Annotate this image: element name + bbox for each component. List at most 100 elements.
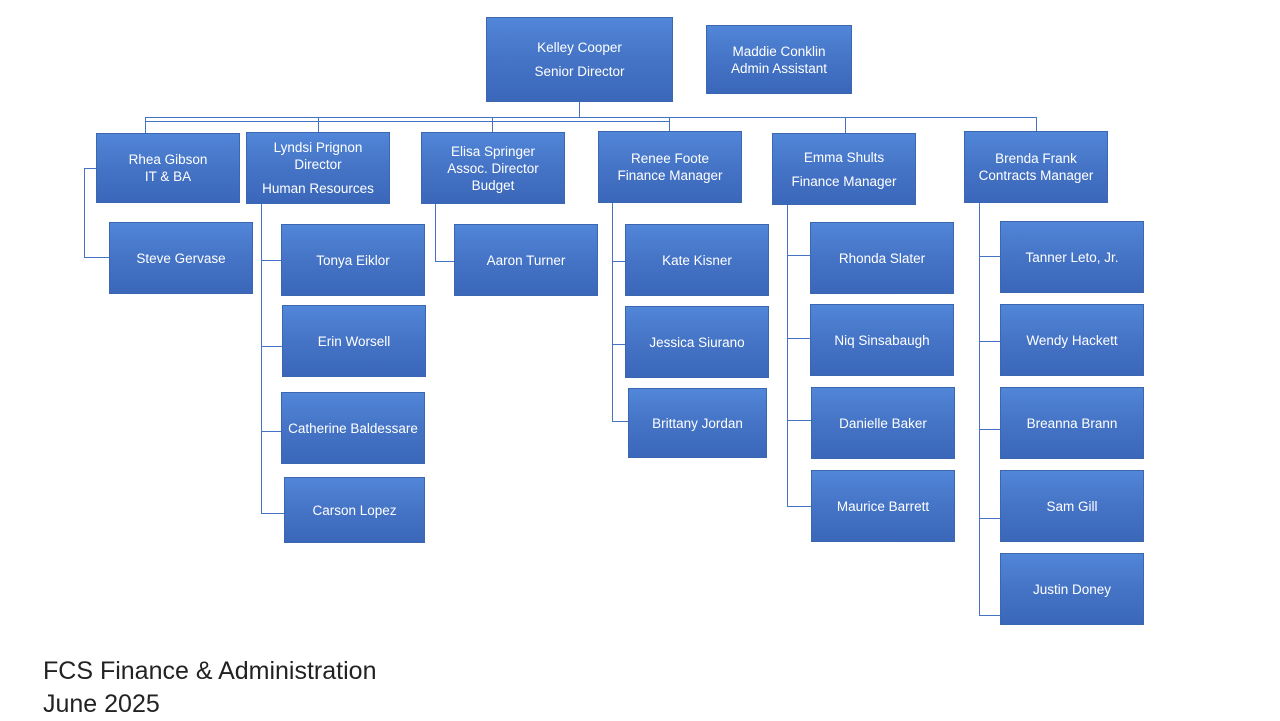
connector-spine-elisa	[435, 204, 436, 262]
org-box-report: Carson Lopez	[284, 477, 425, 543]
connector-stub	[787, 255, 810, 256]
org-box-name: Maddie Conklin	[732, 43, 826, 59]
org-box-name: Steve Gervase	[136, 250, 226, 266]
org-box-name: Sam Gill	[1046, 498, 1098, 514]
org-box-name: Tonya Eiklor	[316, 252, 390, 268]
connector-top-drop	[579, 102, 580, 117]
org-box-line: Elisa Springer	[450, 143, 536, 159]
connector-stub	[787, 506, 811, 507]
org-box-name: Maurice Barrett	[836, 498, 930, 514]
connector-stub	[84, 257, 109, 258]
org-box-line: Budget	[471, 177, 515, 193]
connector-stub	[612, 261, 625, 262]
connector-stub	[979, 429, 1000, 430]
org-box-report: Justin Doney	[1000, 553, 1144, 625]
org-box-name: Carson Lopez	[312, 502, 397, 518]
org-box-name: Wendy Hackett	[1026, 332, 1118, 348]
connector-spine-rhea	[84, 168, 85, 258]
connector-spine-emma	[787, 205, 788, 507]
footer-org-name: FCS Finance & Administration	[43, 657, 377, 685]
org-box-name: Jessica Siurano	[649, 334, 745, 350]
connector-drop-elisa	[492, 117, 493, 132]
connector-stub	[261, 346, 282, 347]
org-box-senior-director: Kelley Cooper Senior Director	[486, 17, 673, 102]
org-box-name: Erin Worsell	[317, 333, 391, 349]
connector-spine-brenda	[979, 203, 980, 616]
org-box-line: Renee Foote	[630, 151, 710, 166]
connector-stub	[261, 260, 281, 261]
org-box-line: Contracts Manager	[978, 168, 1094, 183]
org-box-line: Finance Manager	[791, 173, 897, 189]
connector-stub	[612, 344, 625, 345]
org-box-line: Director	[294, 157, 342, 172]
org-box-report: Catherine Baldessare	[281, 392, 425, 464]
org-box-name: Justin Doney	[1032, 581, 1112, 597]
org-box-report: Breanna Brann	[1000, 387, 1144, 459]
connector-drop-rhea	[145, 117, 146, 133]
org-box-manager-renee-foote: Renee Foote Finance Manager	[598, 131, 742, 203]
org-box-line: Human Resources	[262, 181, 374, 196]
org-box-title: Admin Assistant	[730, 60, 828, 76]
org-box-report: Jessica Siurano	[625, 306, 769, 378]
org-box-manager-elisa-springer: Elisa Springer Assoc. Director Budget	[421, 132, 565, 204]
org-box-report: Kate Kisner	[625, 224, 769, 296]
org-box-name: Catherine Baldessare	[288, 420, 418, 436]
org-box-name: Rhonda Slater	[838, 250, 926, 266]
org-box-report: Steve Gervase	[109, 222, 253, 294]
org-box-name: Kate Kisner	[662, 252, 732, 268]
org-box-report: Rhonda Slater	[810, 222, 954, 294]
org-box-report: Wendy Hackett	[1000, 304, 1144, 376]
org-box-line: Finance Manager	[617, 168, 723, 183]
connector-stub	[435, 261, 454, 262]
footer-caption: FCS Finance & Administration June 2025	[43, 655, 376, 721]
connector-stub	[787, 338, 810, 339]
connector-stub	[979, 341, 1000, 342]
org-box-admin-assistant: Maddie Conklin Admin Assistant	[706, 25, 852, 94]
connector-stub	[979, 615, 1000, 616]
org-box-report: Maurice Barrett	[811, 470, 955, 542]
org-box-line: Lyndsi Prignon	[273, 140, 363, 155]
connector-drop-emma	[845, 117, 846, 133]
org-box-name: Aaron Turner	[486, 252, 566, 268]
org-box-name: Tanner Leto, Jr.	[1025, 249, 1119, 265]
org-box-report: Erin Worsell	[282, 305, 426, 377]
org-box-line: Rhea Gibson	[128, 152, 208, 167]
connector-bus-2	[145, 121, 669, 122]
org-box-line: Emma Shults	[803, 149, 885, 165]
org-box-name: Brittany Jordan	[652, 415, 743, 431]
org-box-report: Sam Gill	[1000, 470, 1144, 542]
connector-stub	[979, 518, 1000, 519]
connector-drop-lyndsi	[318, 117, 319, 132]
connector-bus-1	[145, 117, 1037, 118]
org-box-report: Tanner Leto, Jr.	[1000, 221, 1144, 293]
org-box-line: Brenda Frank	[995, 151, 1077, 166]
org-box-manager-brenda-frank: Brenda Frank Contracts Manager	[964, 131, 1108, 203]
org-box-name: Danielle Baker	[839, 415, 927, 431]
footer-date: June 2025	[43, 690, 160, 718]
connector-stub	[261, 431, 281, 432]
org-box-report: Niq Sinsabaugh	[810, 304, 954, 376]
connector-drop-renee	[669, 117, 670, 131]
org-box-name: Kelley Cooper	[537, 40, 622, 55]
org-box-title: Senior Director	[534, 64, 625, 79]
org-box-manager-emma-shults: Emma Shults Finance Manager	[772, 133, 916, 205]
org-box-report: Brittany Jordan	[628, 388, 767, 458]
connector-drop-brenda	[1036, 117, 1037, 131]
connector-stub	[261, 513, 284, 514]
org-box-name: Breanna Brann	[1026, 415, 1118, 431]
connector-spine-lyndsi	[261, 204, 262, 514]
org-box-report: Aaron Turner	[454, 224, 598, 296]
connector-stub	[979, 256, 1000, 257]
org-box-report: Danielle Baker	[811, 387, 955, 459]
org-box-report: Tonya Eiklor	[281, 224, 425, 296]
org-box-name: Niq Sinsabaugh	[834, 332, 930, 348]
org-box-manager-lyndsi-prignon: Lyndsi Prignon Director Human Resources	[246, 132, 390, 204]
org-box-manager-rhea-gibson: Rhea Gibson IT & BA	[96, 133, 240, 203]
org-box-line: Assoc. Director	[447, 160, 539, 176]
connector-spine-renee	[612, 203, 613, 422]
org-box-line: IT & BA	[144, 169, 192, 184]
connector-stub	[612, 421, 628, 422]
connector-stub-rhea-top	[84, 168, 96, 169]
connector-stub	[787, 420, 811, 421]
